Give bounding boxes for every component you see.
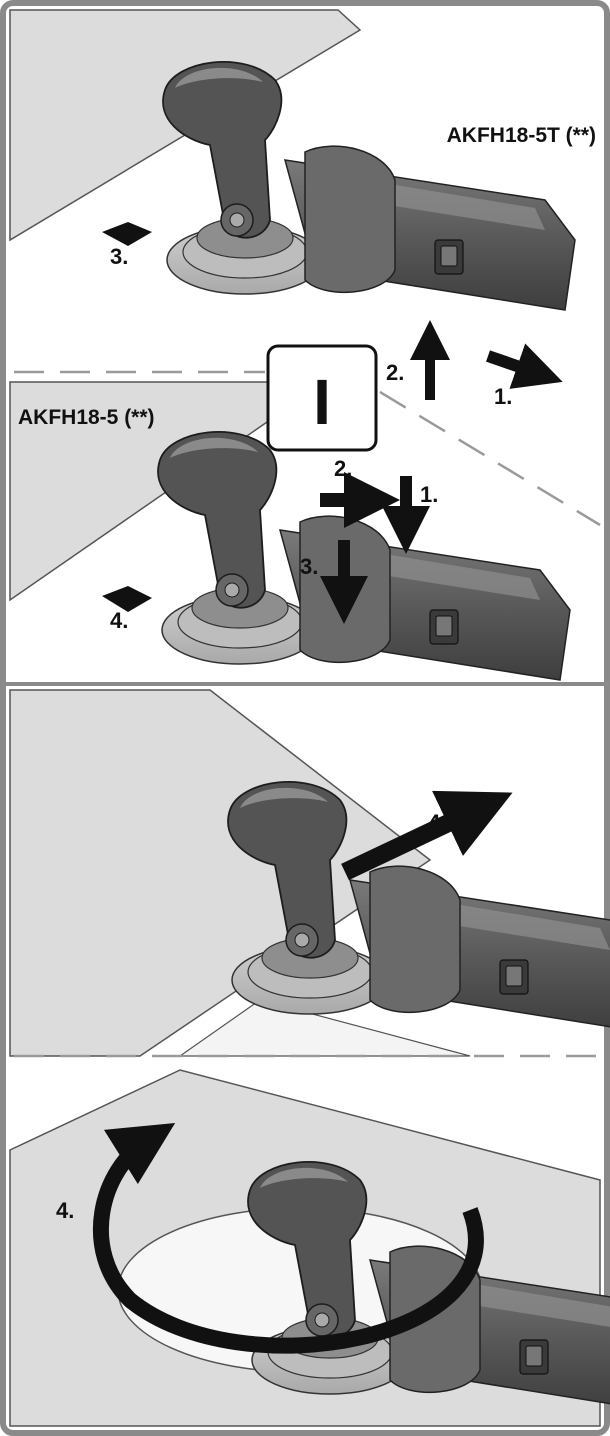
step-label: 4.: [110, 608, 128, 633]
model-label-a: AKFH18-5T (**): [447, 124, 596, 147]
panel-top: I AKFH18-5T (**) AKFH18-5 (**) 3. 2. 1. …: [10, 8, 600, 682]
step-label: 4.: [428, 810, 446, 835]
section-symbol-text: I: [313, 366, 331, 438]
step-label: 4.: [56, 1198, 74, 1223]
step-label: 3.: [300, 554, 318, 579]
step-label: 1.: [494, 384, 512, 409]
step-label: 2.: [334, 456, 352, 481]
step-label: 3.: [110, 244, 128, 269]
model-label-b: AKFH18-5 (**): [18, 406, 155, 429]
step-label: 1.: [420, 482, 438, 507]
step-label: 2.: [386, 360, 404, 385]
